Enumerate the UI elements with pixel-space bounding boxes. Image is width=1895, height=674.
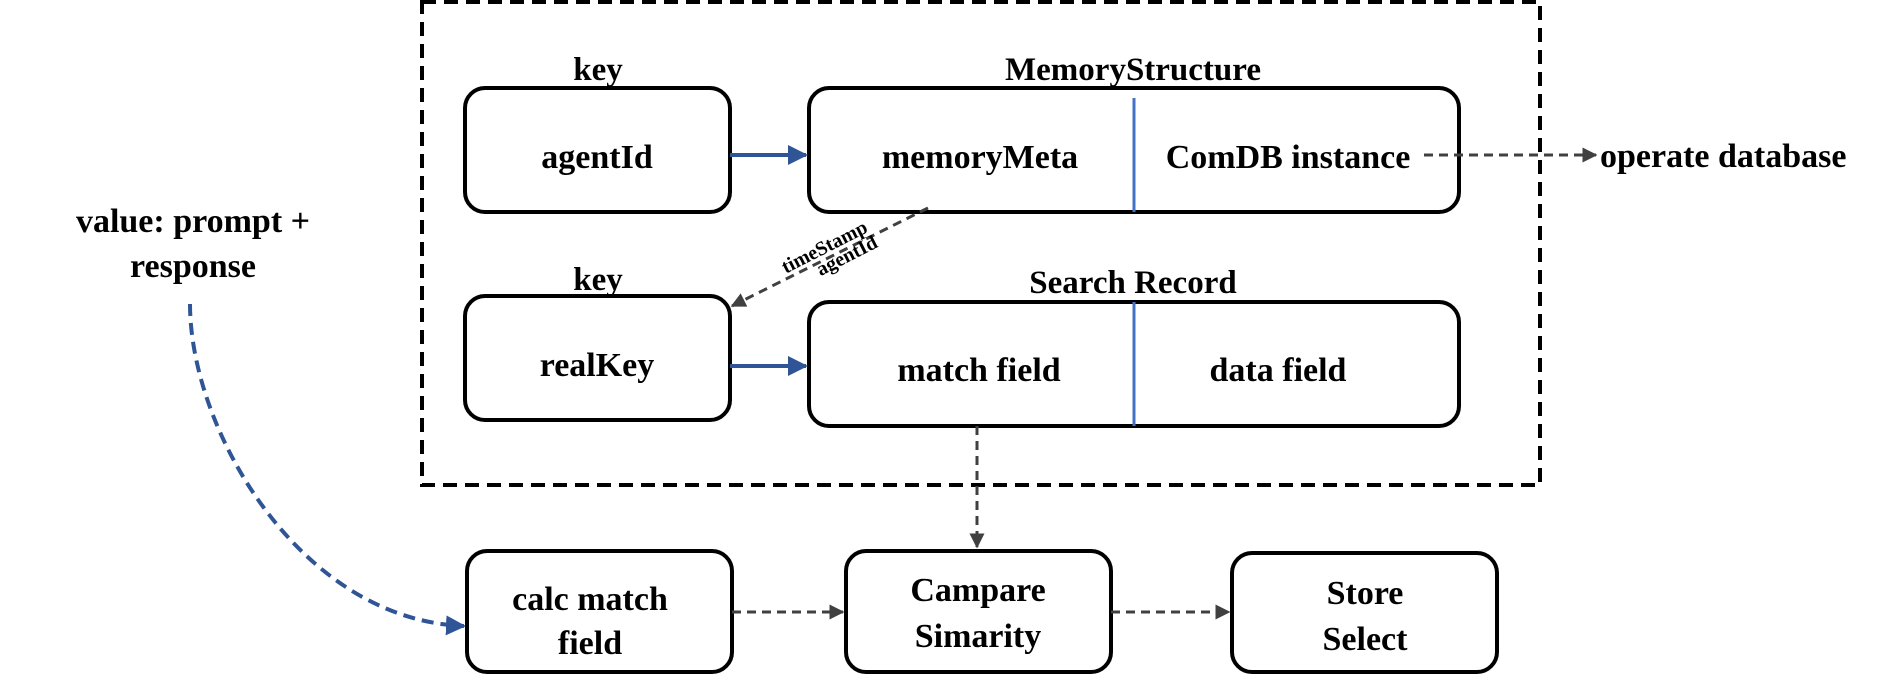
calc-match-line2: field xyxy=(558,625,622,662)
compare-line2: Simarity xyxy=(915,618,1042,655)
data-field-label: data field xyxy=(1210,352,1347,389)
store-line2: Select xyxy=(1323,621,1409,658)
value-label-line1: value: prompt + xyxy=(76,203,310,240)
key-label-bottom: key xyxy=(573,262,623,298)
operate-database-label: operate database xyxy=(1600,138,1846,175)
agent-id-box[interactable] xyxy=(463,86,732,214)
agent-id-label: agentId xyxy=(541,139,653,176)
memory-meta-label: memoryMeta xyxy=(882,139,1078,176)
memory-boundary-frame xyxy=(420,0,1542,487)
store-line1: Store xyxy=(1327,575,1404,612)
memory-structure-label: MemoryStructure xyxy=(1005,52,1261,88)
real-key-label: realKey xyxy=(540,347,655,384)
value-label-line2: response xyxy=(130,248,256,285)
search-record-label: Search Record xyxy=(1029,265,1236,301)
compare-line1: Campare xyxy=(910,572,1045,609)
calc-match-line1: calc match xyxy=(512,581,668,618)
comdb-instance-label: ComDB instance xyxy=(1166,139,1411,176)
real-key-box[interactable] xyxy=(463,294,732,422)
match-field-label: match field xyxy=(897,352,1060,389)
key-label-top: key xyxy=(573,52,623,88)
meta-to-real-key-arrow xyxy=(730,206,929,308)
store-select-box[interactable] xyxy=(1230,551,1499,674)
